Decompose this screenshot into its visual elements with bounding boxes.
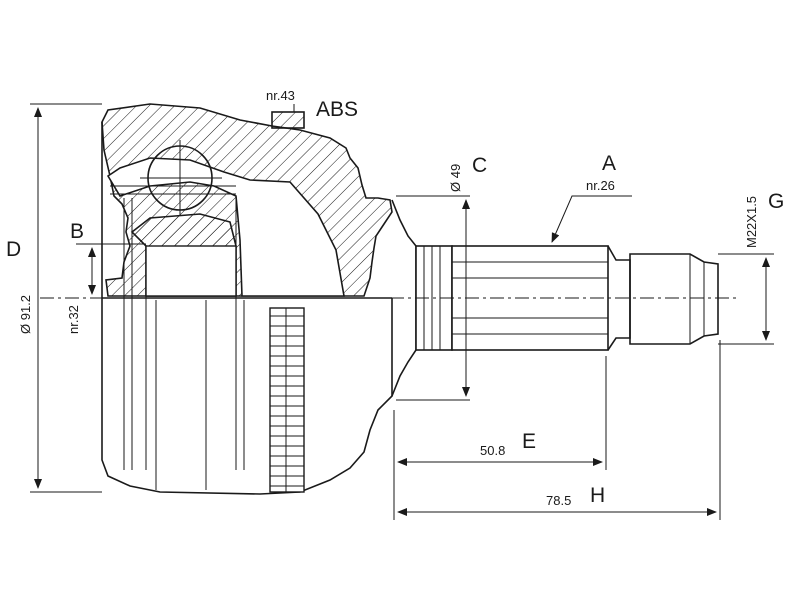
- label-c: C: [472, 154, 487, 177]
- label-thread: M22X1.5: [744, 196, 759, 248]
- label-inner-diameter: Ø 49: [448, 164, 463, 192]
- label-nr26: nr.26: [586, 178, 615, 193]
- label-h: H: [590, 484, 605, 507]
- dimension-e: [393, 356, 607, 470]
- dimension-h: [393, 340, 721, 520]
- label-nr32: nr.32: [66, 305, 81, 334]
- abs-ring: [269, 111, 305, 493]
- leader-a: [551, 195, 632, 243]
- label-outer-diameter: Ø 91.2: [18, 295, 33, 334]
- joint-housing: [101, 103, 393, 495]
- label-nr43: nr.43: [266, 88, 295, 103]
- label-b: B: [70, 220, 84, 243]
- label-d: D: [6, 238, 21, 261]
- label-spline-length: 50.8: [480, 443, 505, 458]
- dimension-d: [30, 103, 102, 493]
- label-a: A: [602, 152, 616, 175]
- label-g: G: [768, 190, 784, 213]
- dimension-c: [396, 195, 470, 401]
- dimension-b: [76, 243, 146, 295]
- dimension-g: [718, 253, 774, 345]
- label-total-length: 78.5: [546, 493, 571, 508]
- label-e: E: [522, 430, 536, 453]
- label-abs: ABS: [316, 98, 358, 121]
